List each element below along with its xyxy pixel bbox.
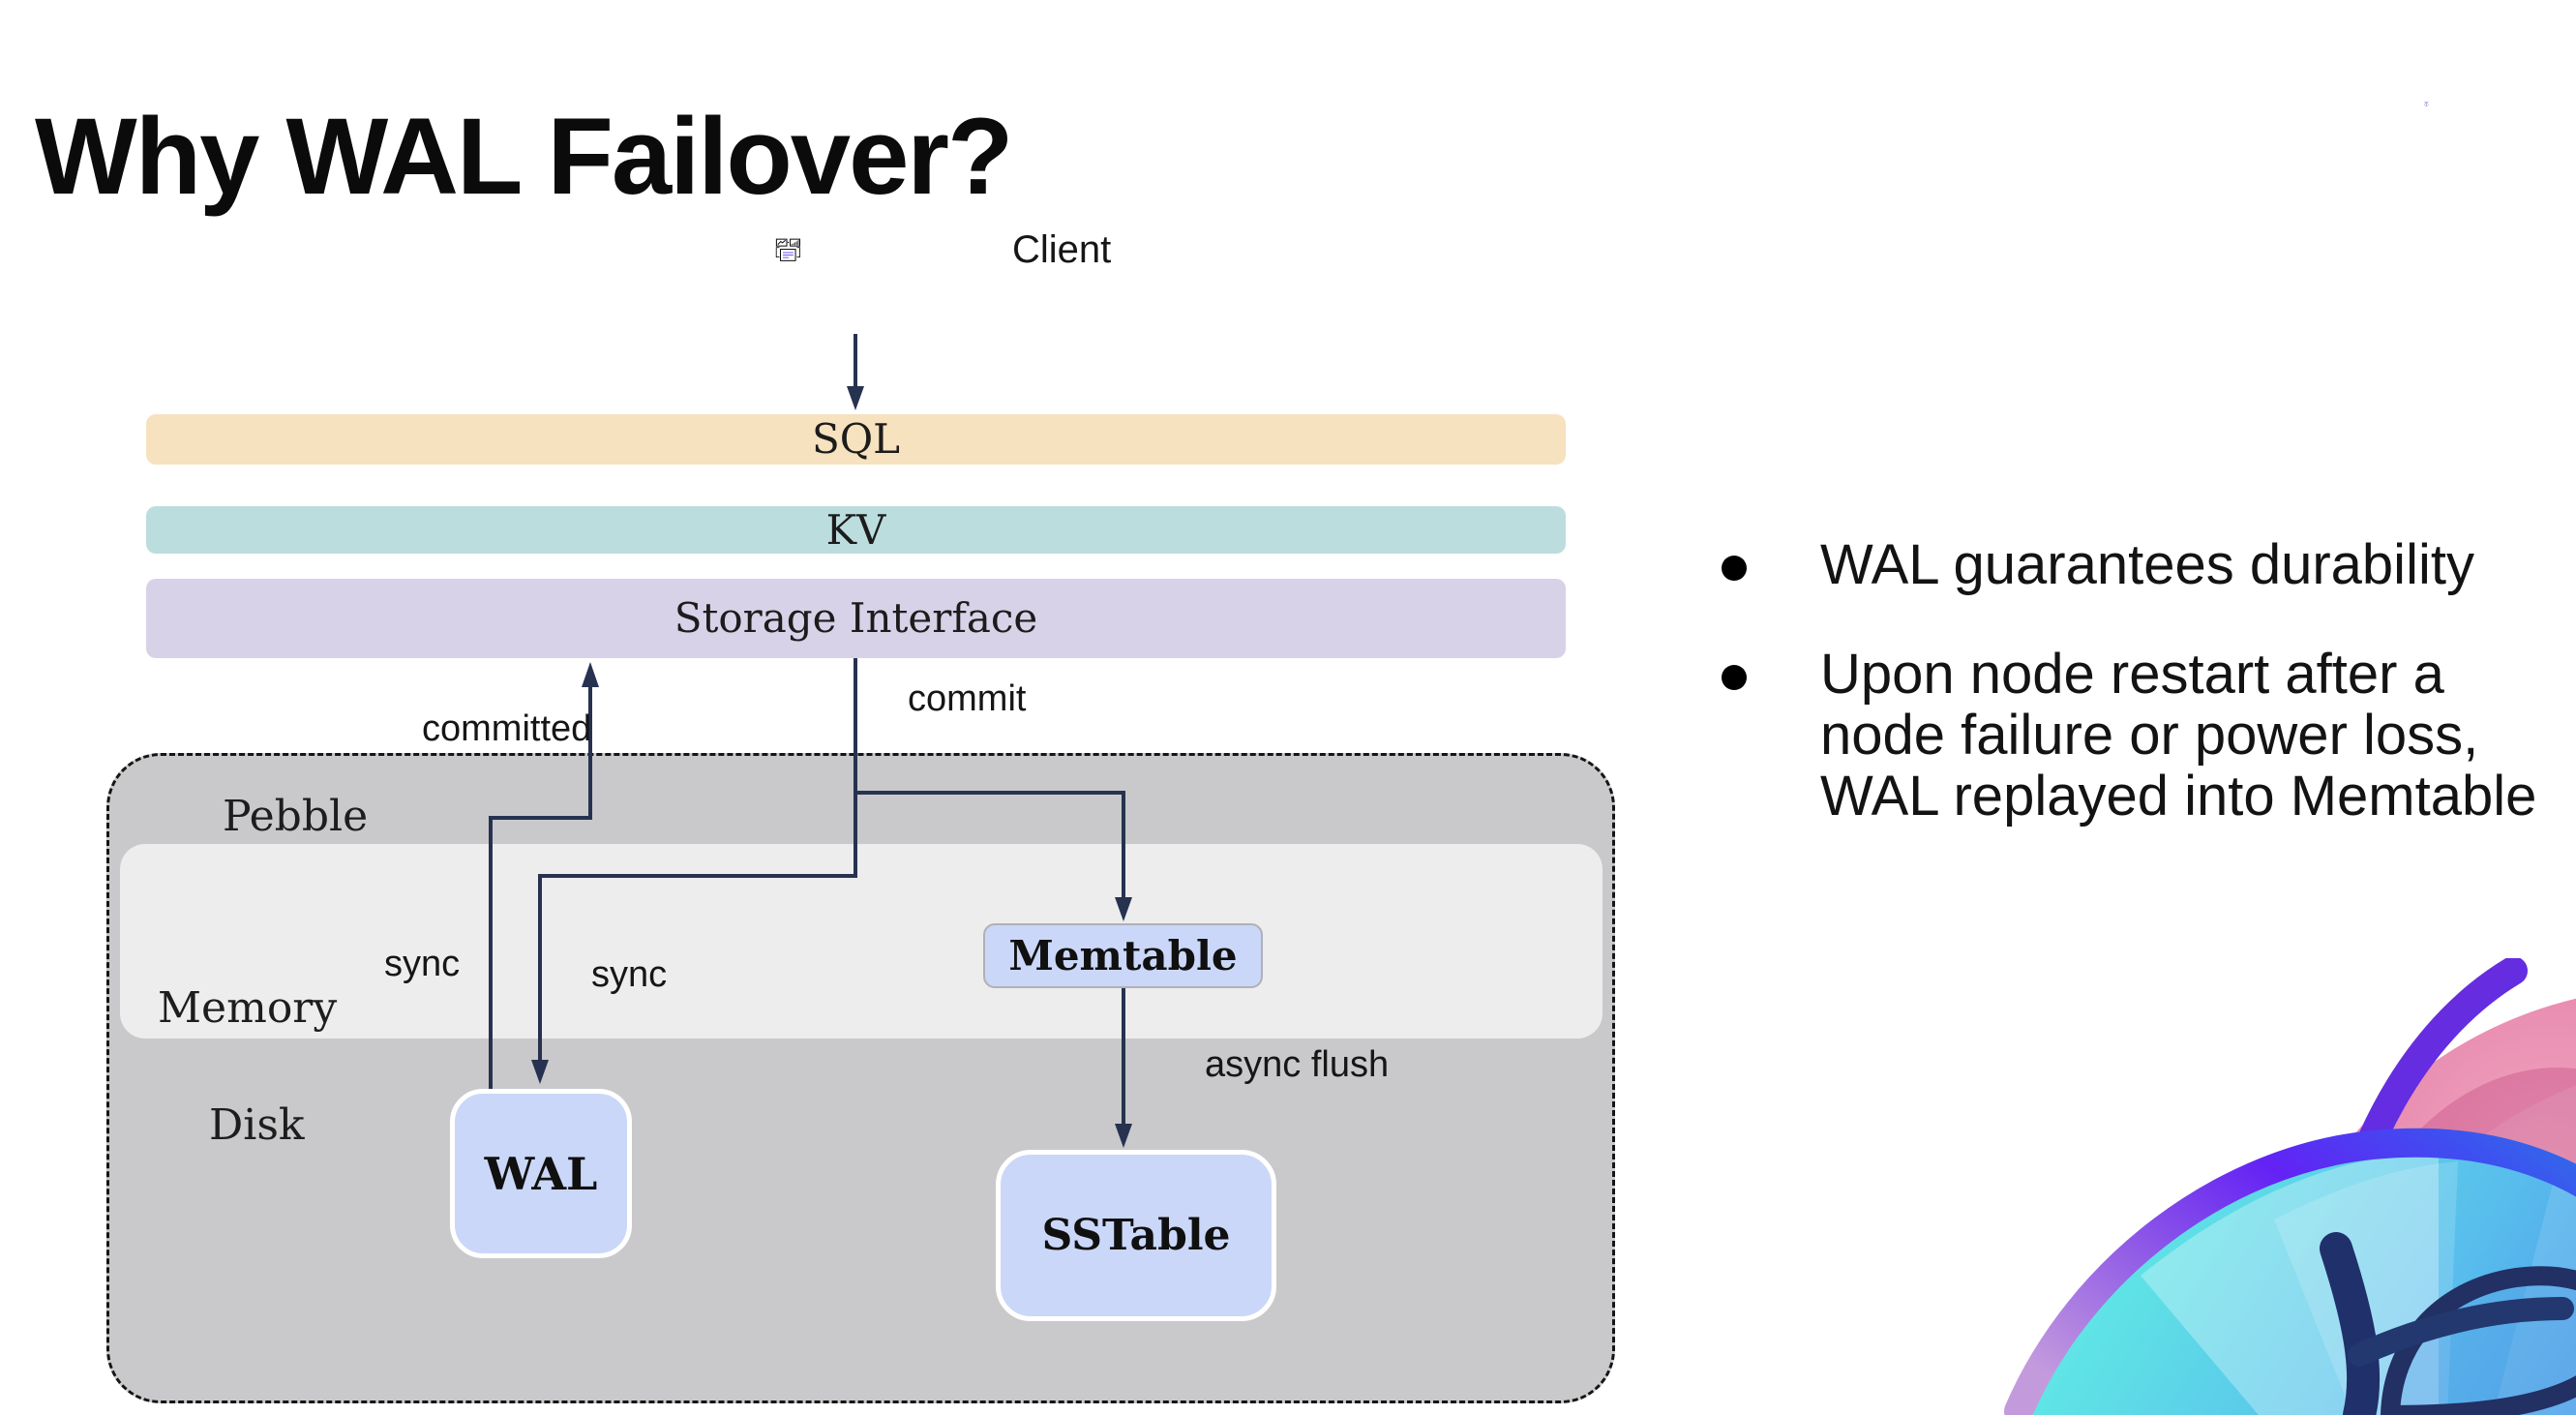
sstable-node-label: SSTable — [1041, 1211, 1231, 1260]
sync-label-right: sync — [591, 954, 668, 995]
commit-label: commit — [908, 678, 1027, 719]
committed-label: committed — [422, 708, 592, 749]
bullet-item: Upon node restart after a node failure o… — [1709, 644, 2556, 827]
kv-layer-label: KV — [825, 506, 886, 554]
page-title: Why WAL Failover? — [35, 96, 1013, 218]
sync-label-left: sync — [384, 944, 461, 984]
bullet-item: WAL guarantees durability — [1709, 534, 2556, 595]
wal-node-label: WAL — [484, 1147, 598, 1200]
sql-layer-bar: SQL — [146, 414, 1566, 465]
cockroach-abstract-art — [2004, 958, 2576, 1415]
storage-interface-layer-label: Storage Interface — [674, 594, 1038, 642]
sstable-node: SSTable — [996, 1150, 1276, 1321]
memtable-node: Memtable — [983, 923, 1263, 988]
pebble-label: Pebble — [223, 792, 369, 841]
bullet-list: WAL guarantees durability Upon node rest… — [1709, 534, 2536, 875]
storage-interface-layer-bar: Storage Interface — [146, 579, 1566, 658]
memtable-node-label: Memtable — [1008, 932, 1238, 979]
kv-layer-bar: KV — [146, 506, 1566, 554]
cockroachdb-logo-icon — [2424, 101, 2429, 106]
async-flush-label: async flush — [1205, 1044, 1390, 1085]
memory-label: Memory — [158, 983, 338, 1033]
wal-node: WAL — [450, 1089, 632, 1258]
memory-band — [120, 844, 1603, 1039]
client-label: Client — [1012, 228, 1112, 271]
sql-layer-label: SQL — [811, 415, 901, 463]
disk-label: Disk — [209, 1100, 305, 1150]
